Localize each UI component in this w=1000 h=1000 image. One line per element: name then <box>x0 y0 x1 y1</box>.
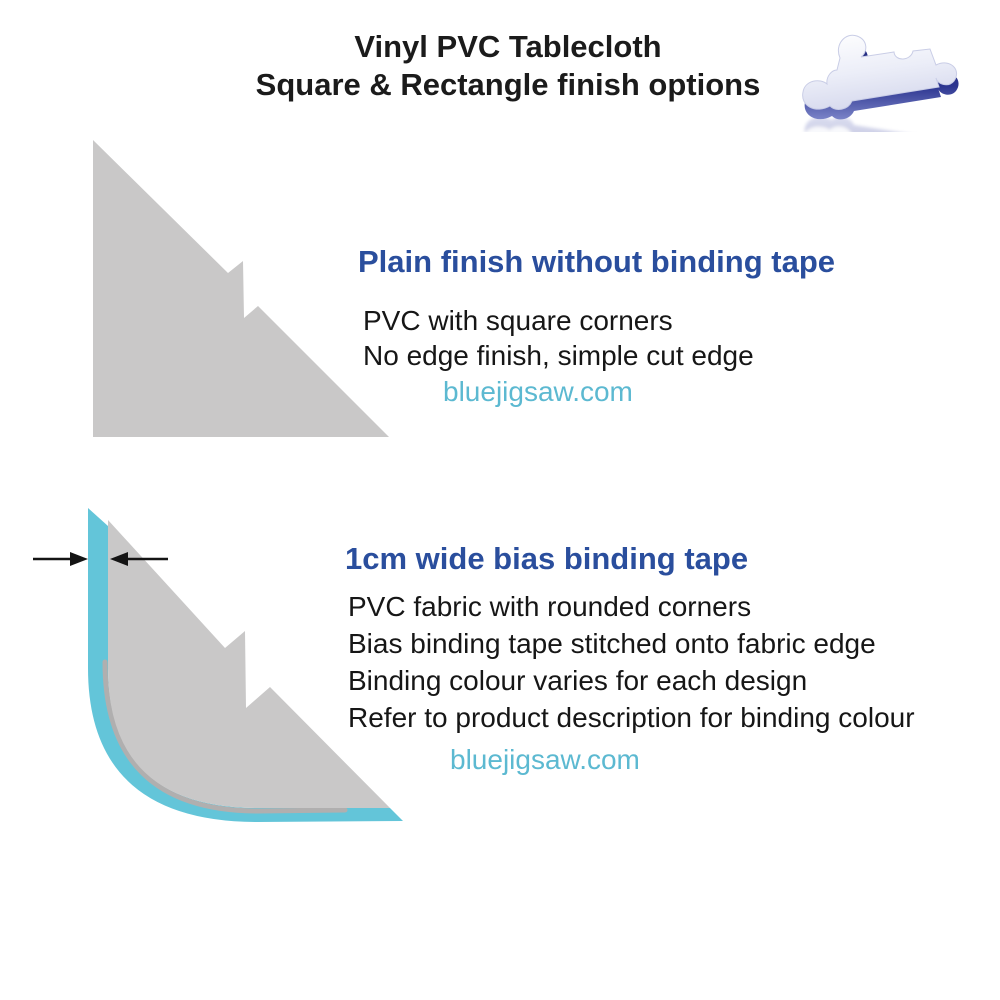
page-title: Vinyl PVC Tablecloth Square & Rectangle … <box>8 28 1000 104</box>
section-binding-tape-description: PVC fabric with rounded corners Bias bin… <box>348 588 915 736</box>
logo-piece-top-face <box>802 34 958 110</box>
site-name-text: bluejigsaw.com <box>450 744 640 775</box>
jigsaw-puzzle-piece-logo-icon <box>802 34 959 132</box>
plain-fabric-corner-shape <box>93 140 389 437</box>
description-line: Bias binding tape stitched onto fabric e… <box>348 628 876 659</box>
description-line: PVC fabric with rounded corners <box>348 591 752 622</box>
description-line: PVC with square corners <box>363 305 673 336</box>
page-title-line1: Vinyl PVC Tablecloth <box>354 29 662 64</box>
description-line: Binding colour varies for each design <box>348 665 808 696</box>
section-plain-finish-description: PVC with square corners No edge finish, … <box>363 303 754 373</box>
tape-width-arrows <box>33 552 168 566</box>
site-name-text: bluejigsaw.com <box>443 376 633 407</box>
width-arrow-right-head <box>110 552 128 566</box>
description-line: No edge finish, simple cut edge <box>363 340 754 371</box>
page-title-line2: Square & Rectangle finish options <box>255 67 761 102</box>
width-arrow-left-head <box>70 552 88 566</box>
section-binding-tape-heading: 1cm wide bias binding tape <box>345 541 749 576</box>
section-plain-finish-heading: Plain finish without binding tape <box>358 244 836 279</box>
rounded-fabric-corner-shape <box>108 520 390 808</box>
logo-reflection <box>804 116 898 132</box>
fabric-edge-shadow <box>102 659 348 814</box>
description-line: Refer to product description for binding… <box>348 702 915 733</box>
